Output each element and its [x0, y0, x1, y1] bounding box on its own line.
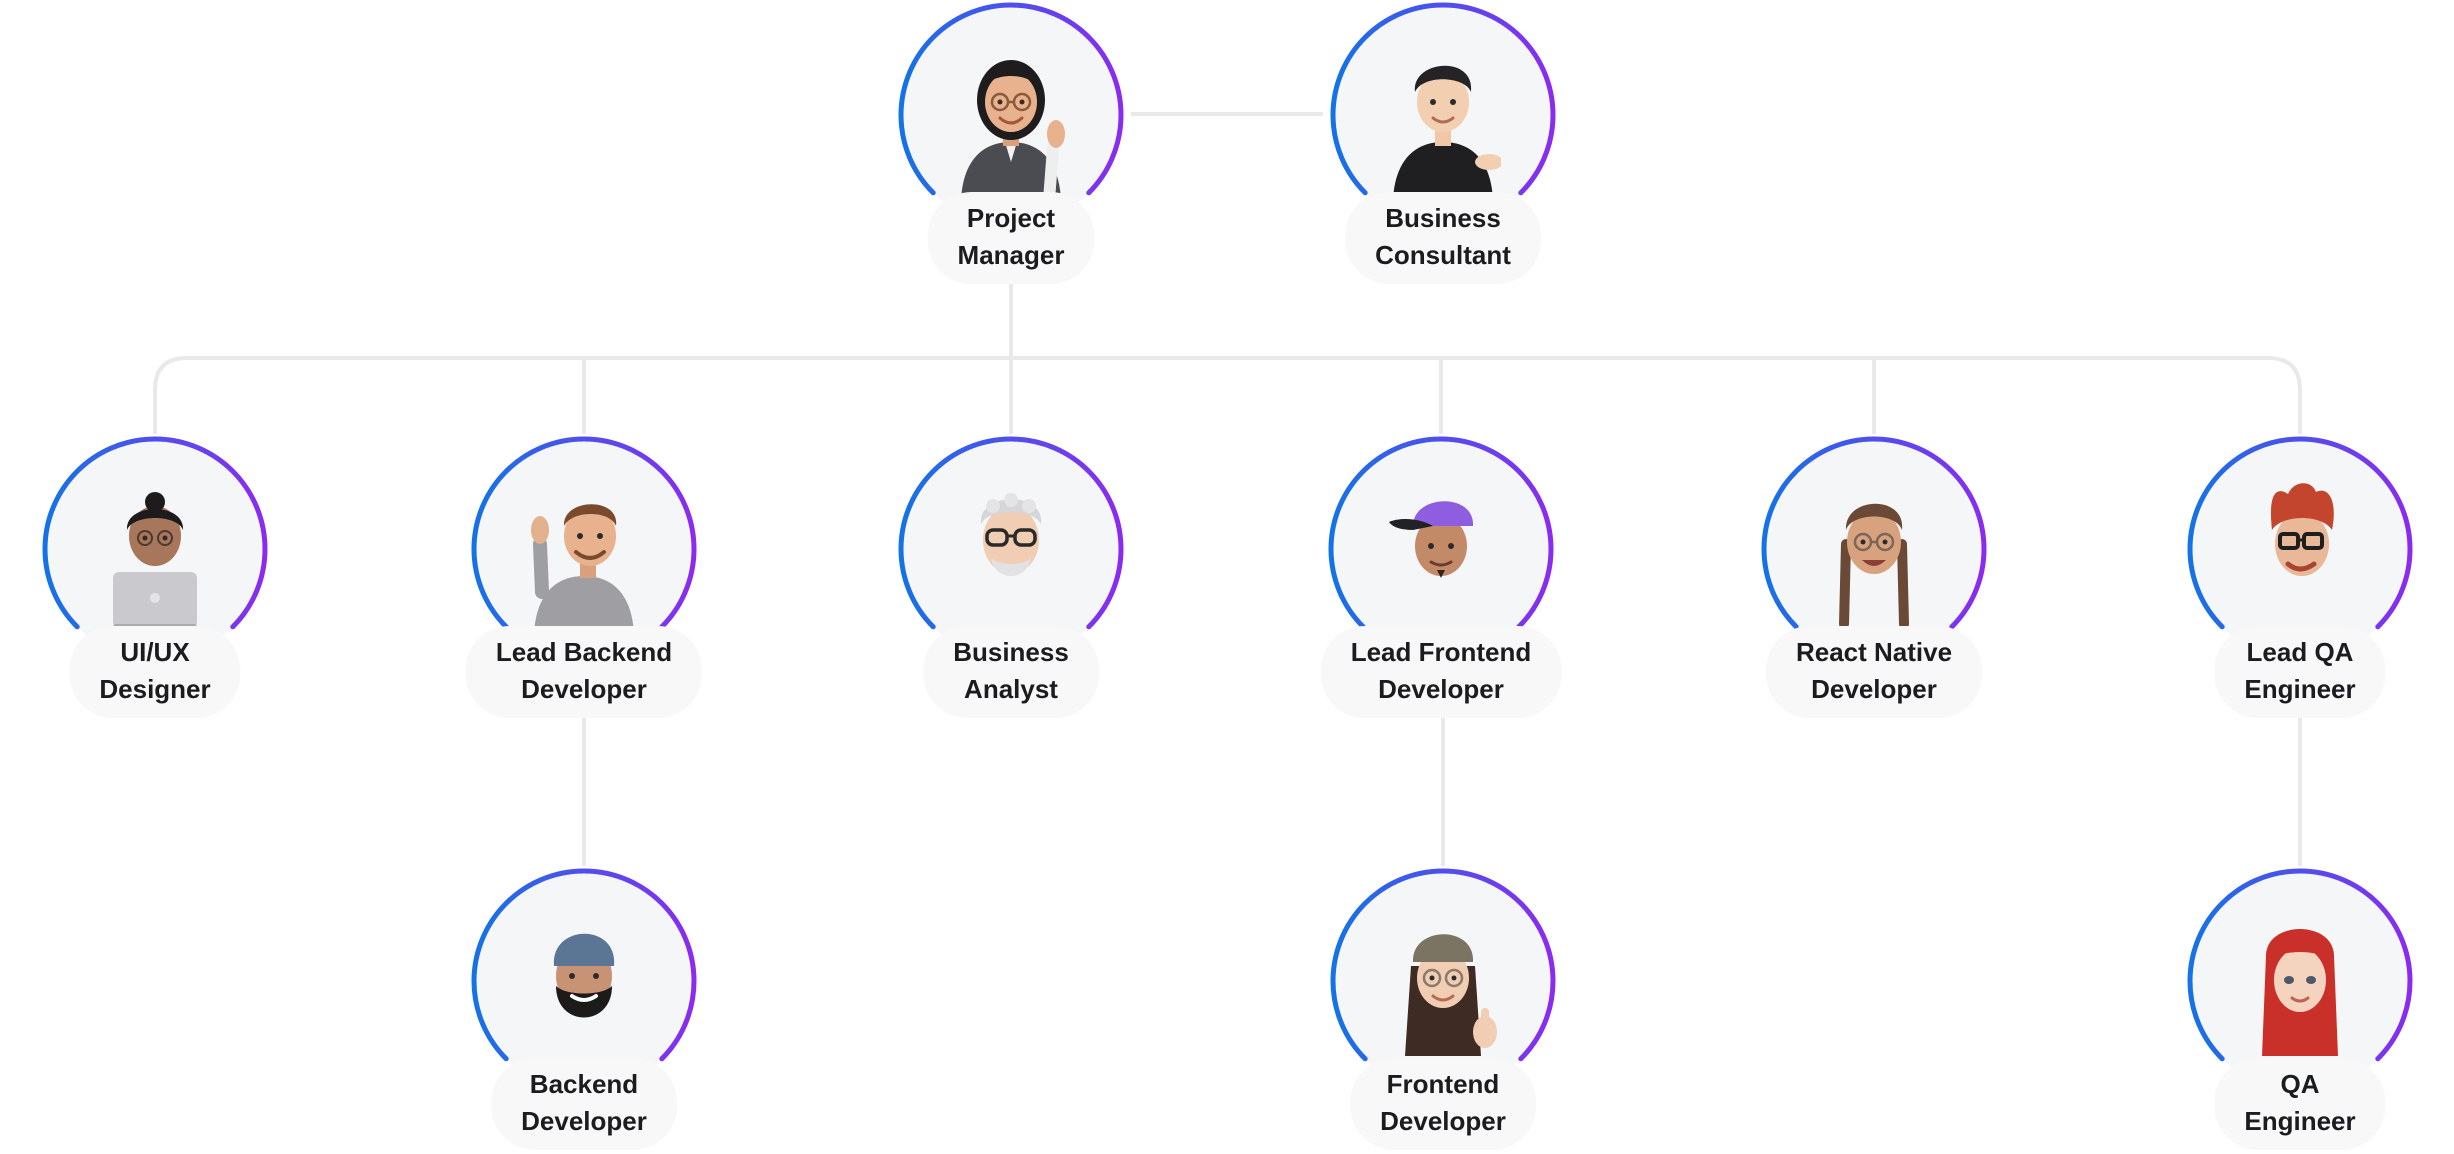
person-with-long-hair-avatar-icon — [2262, 929, 2338, 1056]
node-label: Project Manager — [927, 192, 1095, 284]
node-label: Backend Developer — [491, 1058, 677, 1150]
node-label: React Native Developer — [1765, 626, 1983, 718]
person-thumbs-up-avatar-icon — [1405, 934, 1497, 1056]
node-label: Business Analyst — [923, 626, 1099, 718]
node-label: UI/UX Designer — [69, 626, 241, 718]
node-lead-frontend-developer[interactable]: Lead Frontend Developer — [1320, 434, 1562, 718]
node-label: Lead Frontend Developer — [1320, 626, 1562, 718]
node-react-native-developer[interactable]: React Native Developer — [1754, 434, 1994, 718]
person-with-glasses-avatar-icon — [2270, 483, 2334, 576]
person-presenting-avatar-icon — [1393, 65, 1501, 200]
node-label: Lead QA Engineer — [2214, 626, 2386, 718]
person-with-laptop-avatar-icon — [113, 492, 197, 630]
node-label: Business Consultant — [1345, 192, 1541, 284]
node-lead-backend-developer[interactable]: Lead Backend Developer — [464, 434, 704, 718]
node-project-manager[interactable]: Project Manager — [891, 0, 1131, 284]
person-with-braids-avatar-icon — [1839, 503, 1909, 629]
person-with-cap-avatar-icon — [1389, 501, 1474, 578]
node-backend-developer[interactable]: Backend Developer — [464, 866, 704, 1150]
node-ui-ux-designer[interactable]: UI/UX Designer — [35, 434, 275, 718]
node-qa-engineer[interactable]: QA Engineer — [2180, 866, 2420, 1150]
node-frontend-developer[interactable]: Frontend Developer — [1323, 866, 1563, 1150]
person-waving-avatar-icon — [961, 60, 1065, 200]
person-with-beanie-avatar-icon — [553, 933, 615, 1018]
node-label: Frontend Developer — [1350, 1058, 1536, 1150]
node-business-consultant[interactable]: Business Consultant — [1323, 0, 1563, 284]
person-waving-avatar-icon — [531, 504, 634, 634]
node-label: Lead Backend Developer — [465, 626, 703, 718]
node-business-analyst[interactable]: Business Analyst — [891, 434, 1131, 718]
person-with-glasses-avatar-icon — [980, 493, 1042, 576]
node-label: QA Engineer — [2214, 1058, 2386, 1150]
connector-team-bus — [153, 356, 2302, 434]
node-lead-qa-engineer[interactable]: Lead QA Engineer — [2180, 434, 2420, 718]
